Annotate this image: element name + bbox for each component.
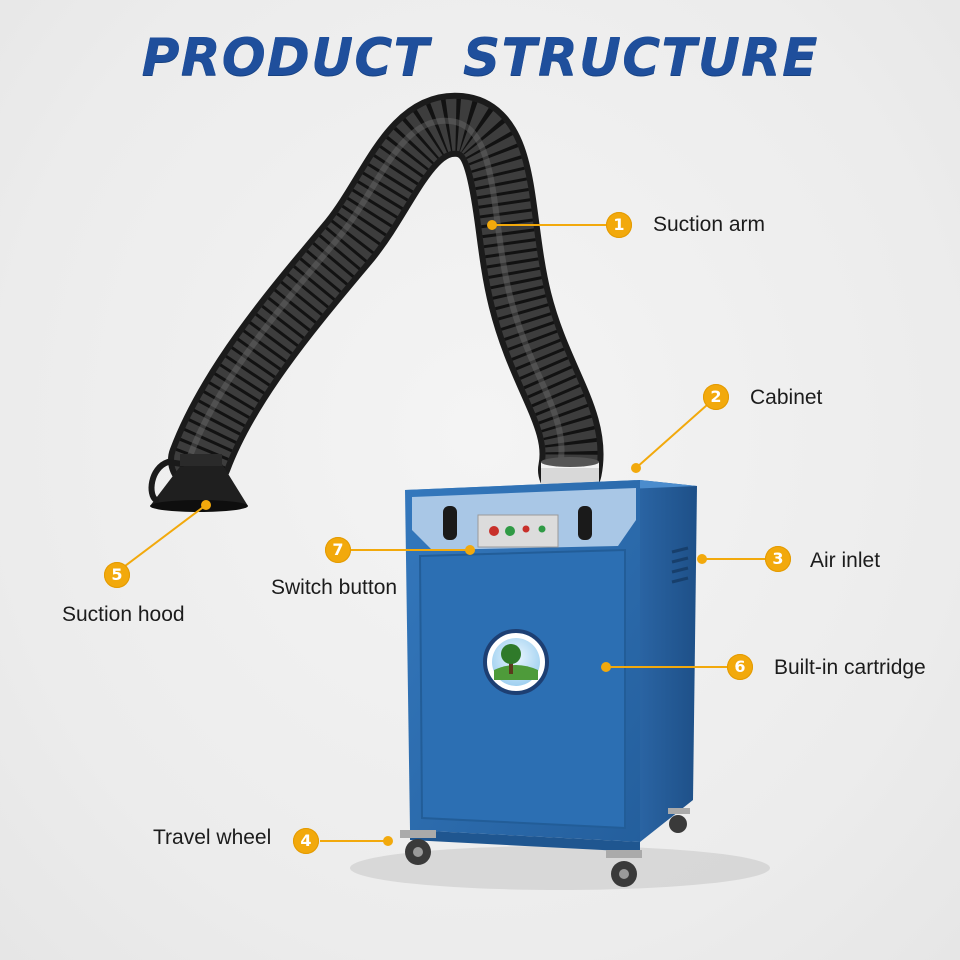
callout-dot [631,463,641,473]
callout-dot [201,500,211,510]
indicator-light [522,525,530,533]
brand-emblem [483,629,549,695]
callout-label-cabinet: Cabinet [750,386,823,409]
page-title: PRODUCT STRUCTURE [141,28,819,88]
callout-label-suction-hood: Suction hood [62,603,185,626]
callout-dot [487,220,497,230]
callout-badge-6: 6 [727,654,753,680]
callout-dot [601,662,611,672]
callout-dot [465,545,475,555]
travel-wheels [400,808,690,887]
callout-label-air-inlet: Air inlet [810,549,881,572]
indicator-light [505,526,515,536]
callout-leaders [124,224,765,842]
callout-dot [383,836,393,846]
callout-badge-5: 5 [104,562,130,588]
floor-shadow [350,846,770,890]
callout-badge-1: 1 [606,212,632,238]
indicator-light [489,526,499,536]
callout-badge-4: 4 [293,828,319,854]
callout-badge-2: 2 [703,384,729,410]
callout-badge-7: 7 [325,537,351,563]
suction-hood [148,454,248,512]
callout-dot [697,554,707,564]
suction-arm [168,92,604,502]
callout-label-travel-wheel: Travel wheel [153,826,272,849]
callout-label-built-in-cartridge: Built-in cartridge [774,656,926,679]
callout-badge-3: 3 [765,546,791,572]
indicator-light [538,525,546,533]
callout-label-suction-arm: Suction arm [653,213,766,236]
callout-label-switch-button: Switch button [271,576,398,599]
control-panel [477,514,559,548]
